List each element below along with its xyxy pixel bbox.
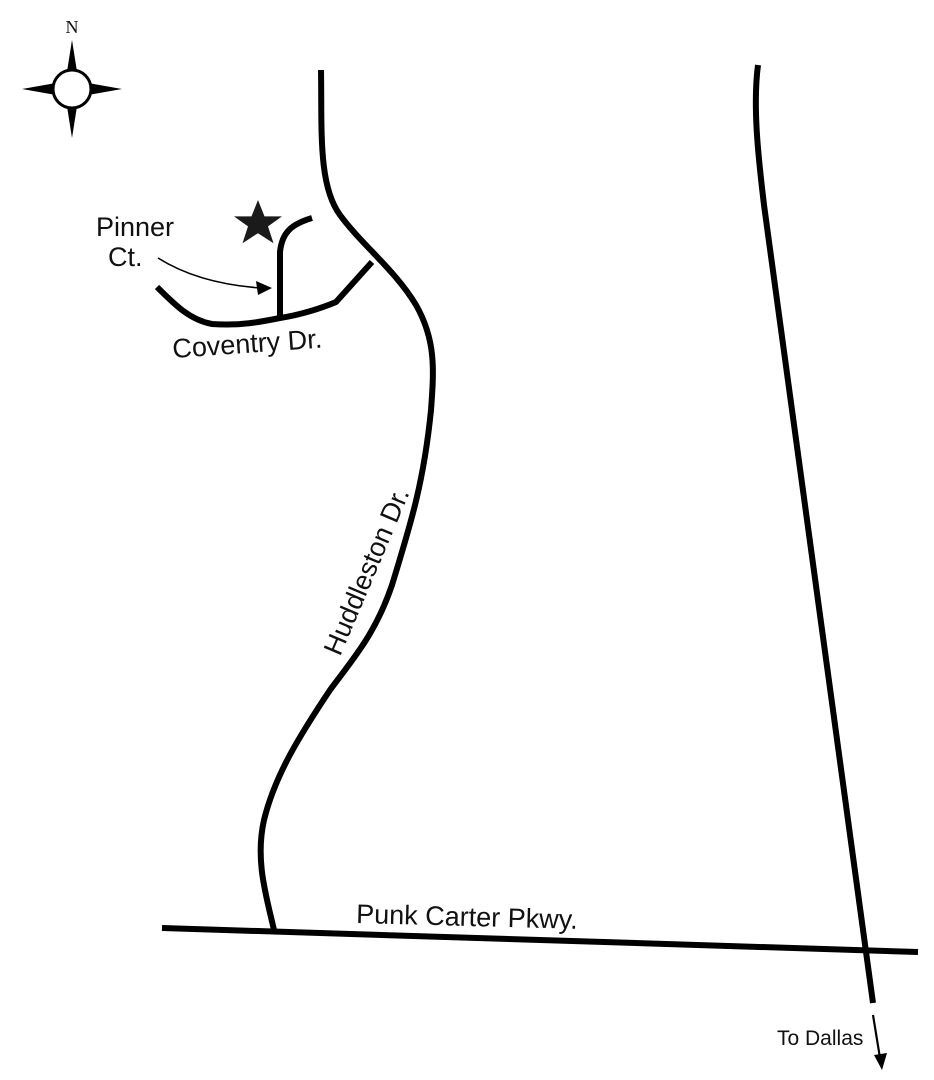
compass-west-point bbox=[22, 83, 56, 95]
star-icon bbox=[234, 200, 282, 244]
pinner-ct-label-line2: Ct. bbox=[108, 242, 143, 272]
pinner-arrow bbox=[157, 257, 272, 295]
coventry-dr-label: Coventry Dr. bbox=[171, 324, 323, 364]
pinner-ct-road bbox=[277, 215, 313, 318]
huddleston-dr-road bbox=[257, 69, 436, 931]
dallas-highway-road bbox=[752, 64, 876, 1004]
compass-south-point bbox=[66, 100, 78, 138]
pinner-ct-label-line1: Pinner bbox=[96, 212, 174, 242]
compass-rose-icon: N bbox=[22, 17, 122, 138]
punk-carter-pkwy-label: Punk Carter Pkwy. bbox=[356, 899, 578, 935]
huddleston-dr-label: Huddleston Dr. bbox=[318, 483, 415, 659]
to-dallas-arrow bbox=[871, 1014, 887, 1070]
compass-north-point bbox=[66, 40, 78, 78]
punk-carter-pkwy-road bbox=[161, 925, 919, 955]
to-dallas-label: To Dallas bbox=[777, 1027, 863, 1050]
compass-center bbox=[51, 68, 93, 110]
compass-north-label: N bbox=[66, 17, 79, 37]
coventry-dr-road bbox=[154, 259, 375, 328]
compass-east-point bbox=[88, 83, 122, 95]
